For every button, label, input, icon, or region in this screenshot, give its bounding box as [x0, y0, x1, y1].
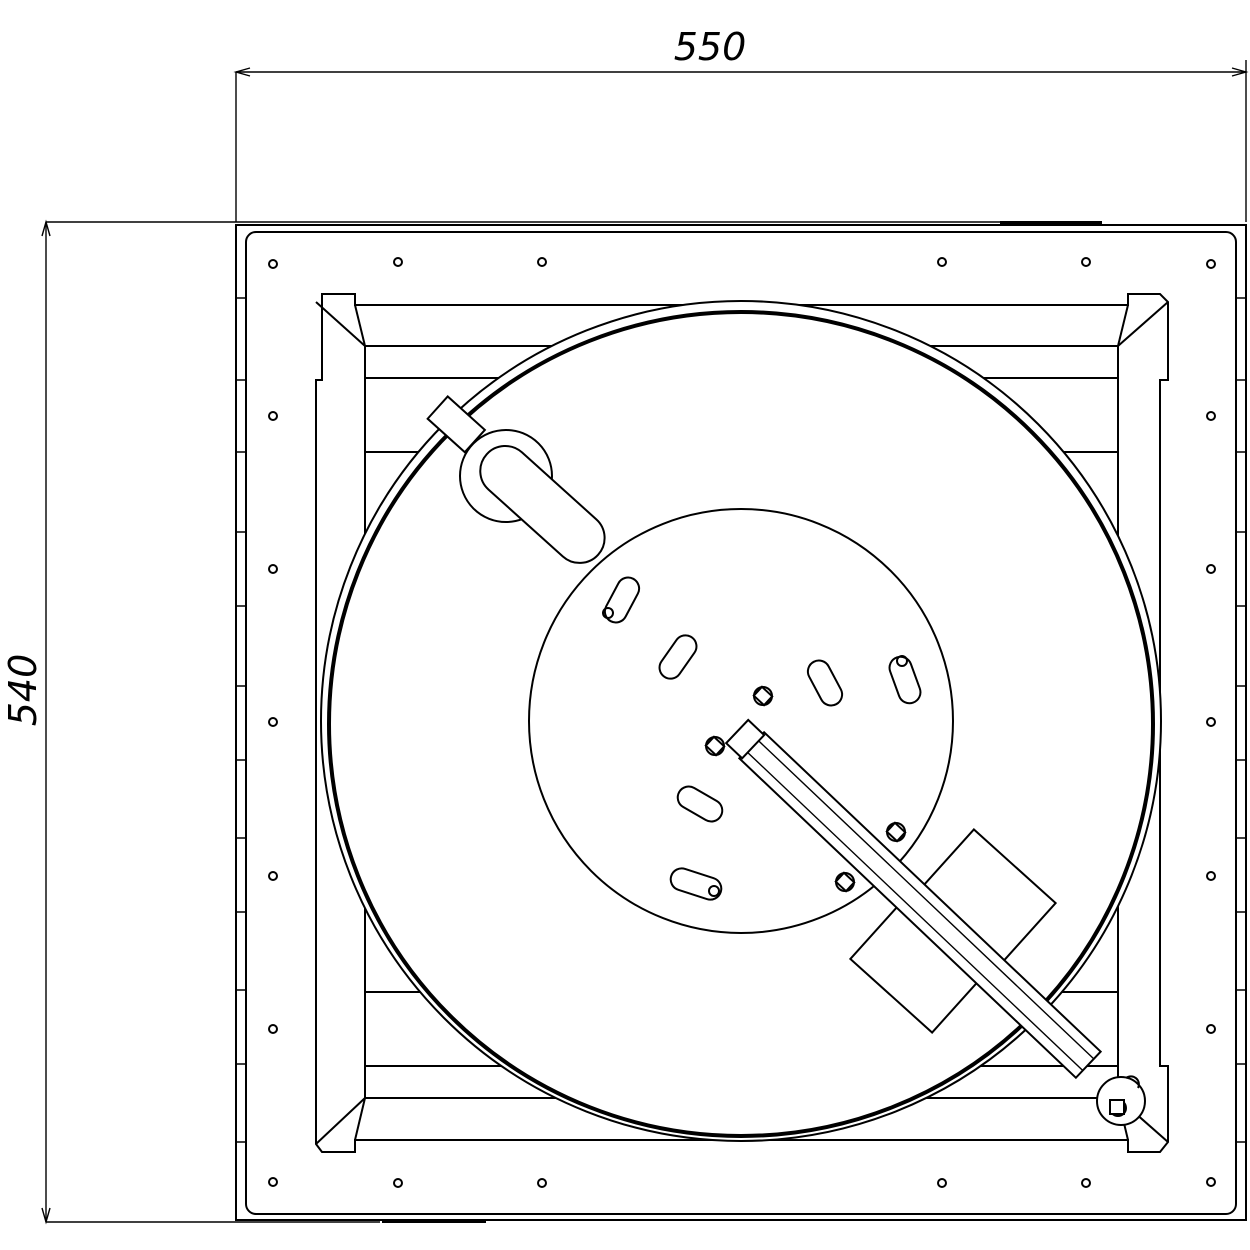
slotted-holes — [602, 576, 922, 901]
base-plate — [235, 221, 1247, 1223]
mounting-holes — [268, 257, 1216, 1188]
width-dimension: 550 — [233, 25, 1249, 222]
handle-knob — [426, 395, 606, 564]
height-dimension: 540 — [1, 219, 1100, 1225]
width-dimension-label: 550 — [674, 25, 747, 69]
radial-arm — [724, 718, 1146, 1126]
bolts — [704, 685, 907, 893]
height-dimension-label: 540 — [1, 654, 45, 727]
